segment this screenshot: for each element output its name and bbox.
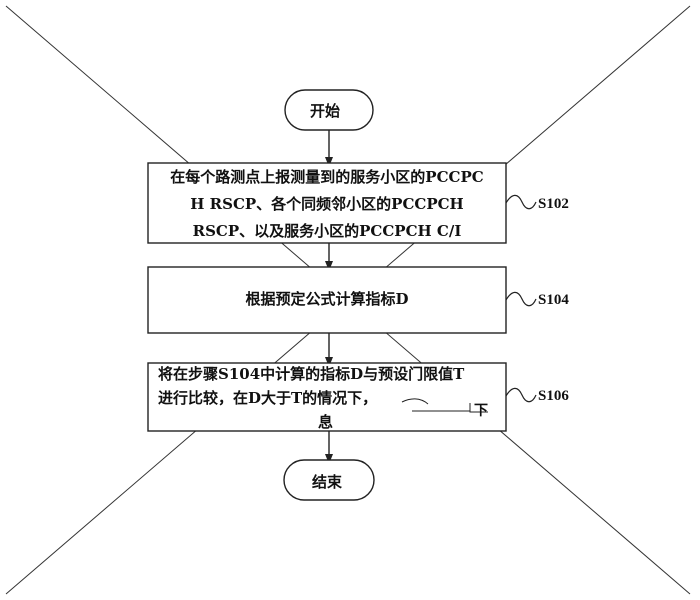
s102-line-3: RSCP、以及服务小区的PCCPCH C/I (192, 222, 462, 240)
s106-line-2: 进行比较，在D大于T的情况下， (158, 389, 378, 407)
end-label: 结束 (312, 473, 343, 491)
s102-line-1: 在每个路测点上报测量到的服务小区的PCCPC (170, 168, 484, 186)
step-box-s102 (147, 162, 507, 244)
step-text-s104: 根据预定公式计算指标D (150, 286, 504, 313)
s106-label-squiggle (505, 387, 537, 403)
s102-line-2: H RSCP、各个同频邻小区的PCCPCH (190, 195, 464, 213)
end-terminal (283, 459, 375, 501)
s102-label-squiggle (505, 194, 537, 210)
step-id-s106: S106 (538, 388, 569, 404)
step-box-s104 (147, 266, 507, 334)
step-id-s102: S102 (538, 196, 569, 212)
step-id-s104: S104 (538, 292, 569, 308)
step-text-s102: 在每个路测点上报测量到的服务小区的PCCPC H RSCP、各个同频邻小区的PC… (150, 164, 504, 245)
s106-line-1: 将在步骤S104中计算的指标D与预设门限值T (158, 365, 465, 383)
s104-label-squiggle (505, 291, 537, 307)
s106-edit-mark (401, 398, 488, 413)
s104-line-1: 根据预定公式计算指标D (245, 290, 409, 308)
step-text-s106: 将在步骤S104中计算的指标D与预设门限值T 进行比较，在D大于T的情况下， 息 (152, 362, 506, 434)
s106-line-3: 息 (318, 413, 334, 431)
start-label: 开始 (310, 102, 341, 120)
step-box-s106 (147, 362, 507, 432)
s106-fragment-mark: 下 (474, 403, 488, 419)
